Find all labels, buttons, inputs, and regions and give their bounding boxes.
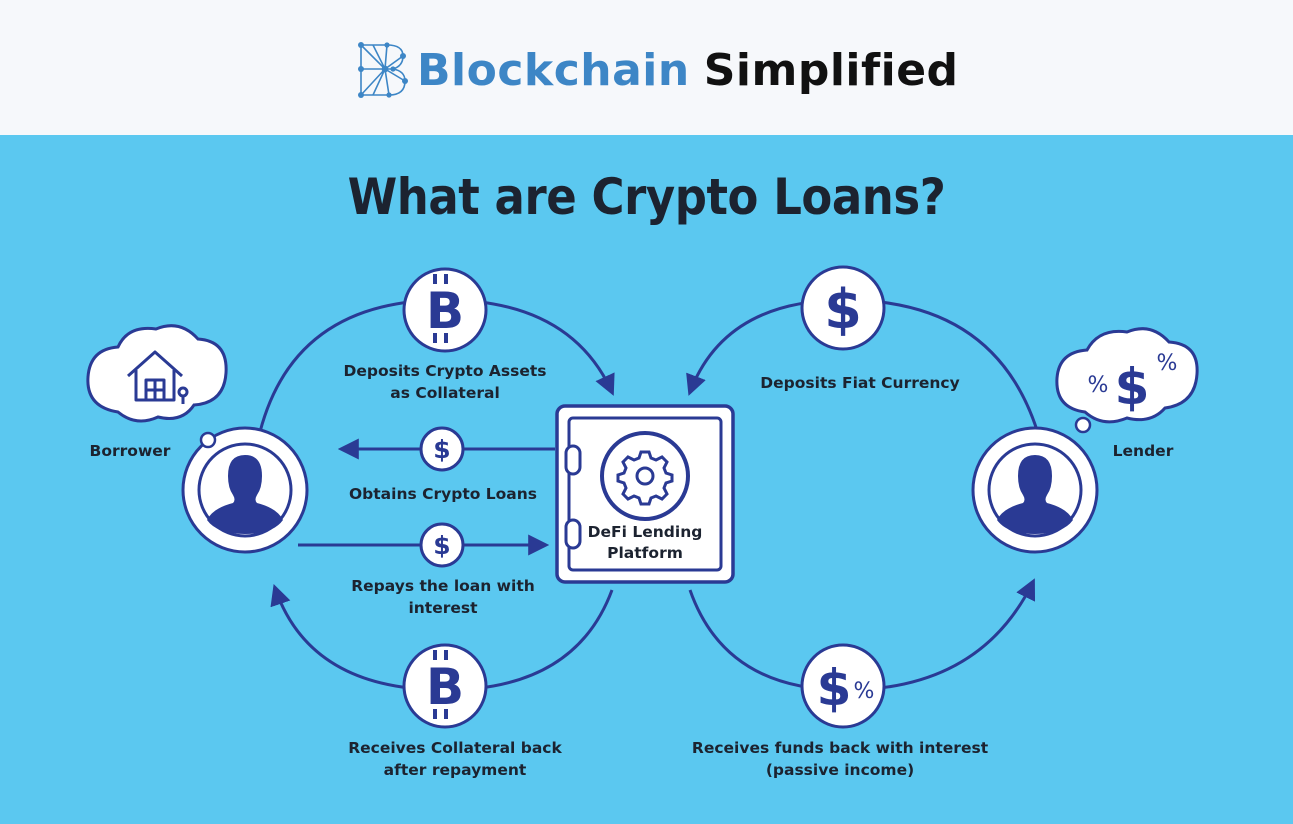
receive-collateral-label: Receives Collateral back after repayment <box>348 739 562 779</box>
defi-vault-icon <box>555 404 735 584</box>
brand-word-simplified: Simplified <box>703 44 959 96</box>
header-bar <box>0 0 1293 135</box>
svg-text:%: % <box>854 679 875 704</box>
borrower-avatar <box>181 426 309 554</box>
bitcoin-icon-bottom: B <box>402 643 488 729</box>
deposit-fiat-label: Deposits Fiat Currency <box>760 374 960 392</box>
house-icon <box>127 350 189 404</box>
receive-funds-label: Receives funds back with interest (passi… <box>691 739 989 779</box>
deposit-crypto-label: Deposits Crypto Assets as Collateral <box>343 362 547 402</box>
svg-text:$: $ <box>817 659 852 717</box>
brand: Blockchain Simplified <box>355 38 959 102</box>
dollar-coin-repay: $ <box>419 522 465 568</box>
svg-text:B: B <box>426 282 464 340</box>
brand-word-blockchain: Blockchain <box>417 44 690 96</box>
lender-label: Lender <box>1112 442 1174 460</box>
svg-text:$: $ <box>1115 358 1150 416</box>
lender-thought-bubble: % $ % <box>1055 327 1199 434</box>
obtain-loans-label: Obtains Crypto Loans <box>348 485 538 503</box>
repay-label: Repays the loan with interest <box>351 577 535 617</box>
dollar-percent-icon-bottom: $ % <box>800 643 886 729</box>
svg-text:%: % <box>1088 373 1109 398</box>
gear-icon <box>616 450 674 506</box>
borrower-label: Borrower <box>89 442 171 460</box>
svg-text:$: $ <box>433 531 450 560</box>
svg-text:%: % <box>1157 351 1178 376</box>
bitcoin-icon-top: B <box>402 267 488 353</box>
dollar-icon-top: $ <box>800 265 886 351</box>
blockchain-logo-icon <box>358 42 408 98</box>
svg-text:B: B <box>426 658 464 716</box>
svg-text:$: $ <box>433 435 450 464</box>
svg-text:$: $ <box>824 278 862 341</box>
borrower-thought-bubble <box>86 324 228 449</box>
page-title: What are Crypto Loans? <box>347 168 946 226</box>
defi-platform-label: DeFi Lending Platform <box>587 523 703 562</box>
dollar-coin-obtain: $ <box>419 426 465 472</box>
lender-avatar <box>971 426 1099 554</box>
